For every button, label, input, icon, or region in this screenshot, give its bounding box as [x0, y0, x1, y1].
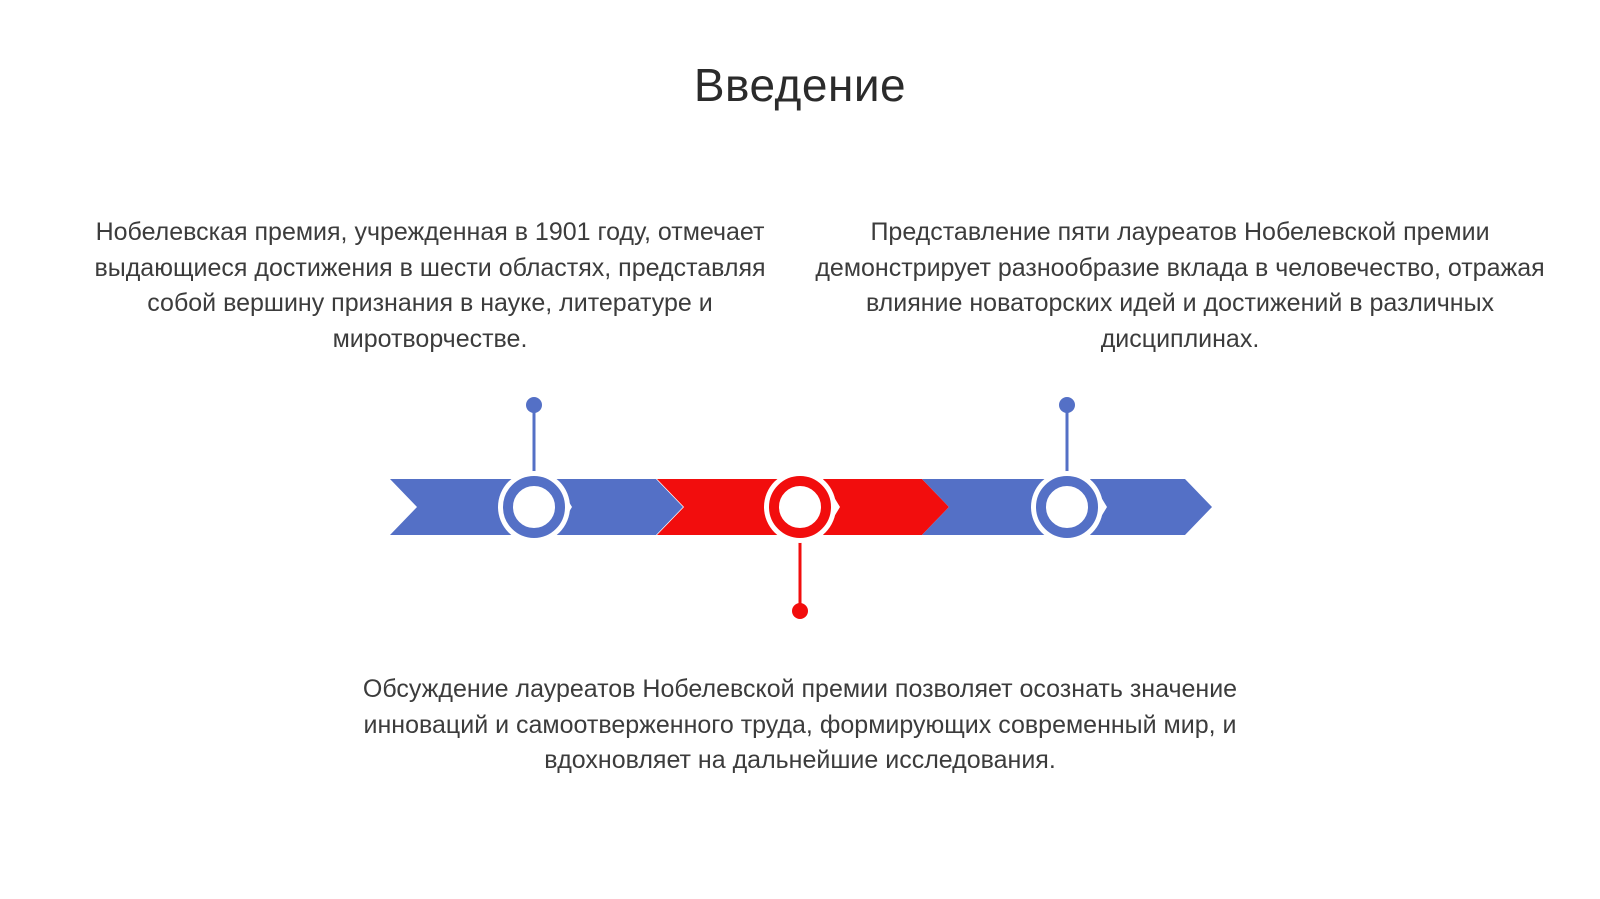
milestone-text-center: Обсуждение лауреатов Нобелевской премии …: [362, 675, 1238, 774]
milestone-ring-right: [1036, 476, 1098, 538]
callout-dot-center: [792, 603, 808, 619]
milestone-ring-center: [769, 476, 831, 538]
callout-dot-right: [1059, 397, 1075, 413]
arrow-segment-4: [823, 479, 949, 535]
milestone-text-left: Нобелевская премия, учрежденная в 1901 г…: [94, 218, 766, 353]
milestone-text-right: Представление пяти лауреатов Нобелевской…: [815, 218, 1545, 353]
callout-dot-left: [526, 397, 542, 413]
slide-title: Введение: [693, 59, 907, 111]
milestone-ring-left: [503, 476, 565, 538]
arrow-segment-6: [1090, 479, 1212, 535]
arrow-segment-2: [555, 479, 683, 535]
